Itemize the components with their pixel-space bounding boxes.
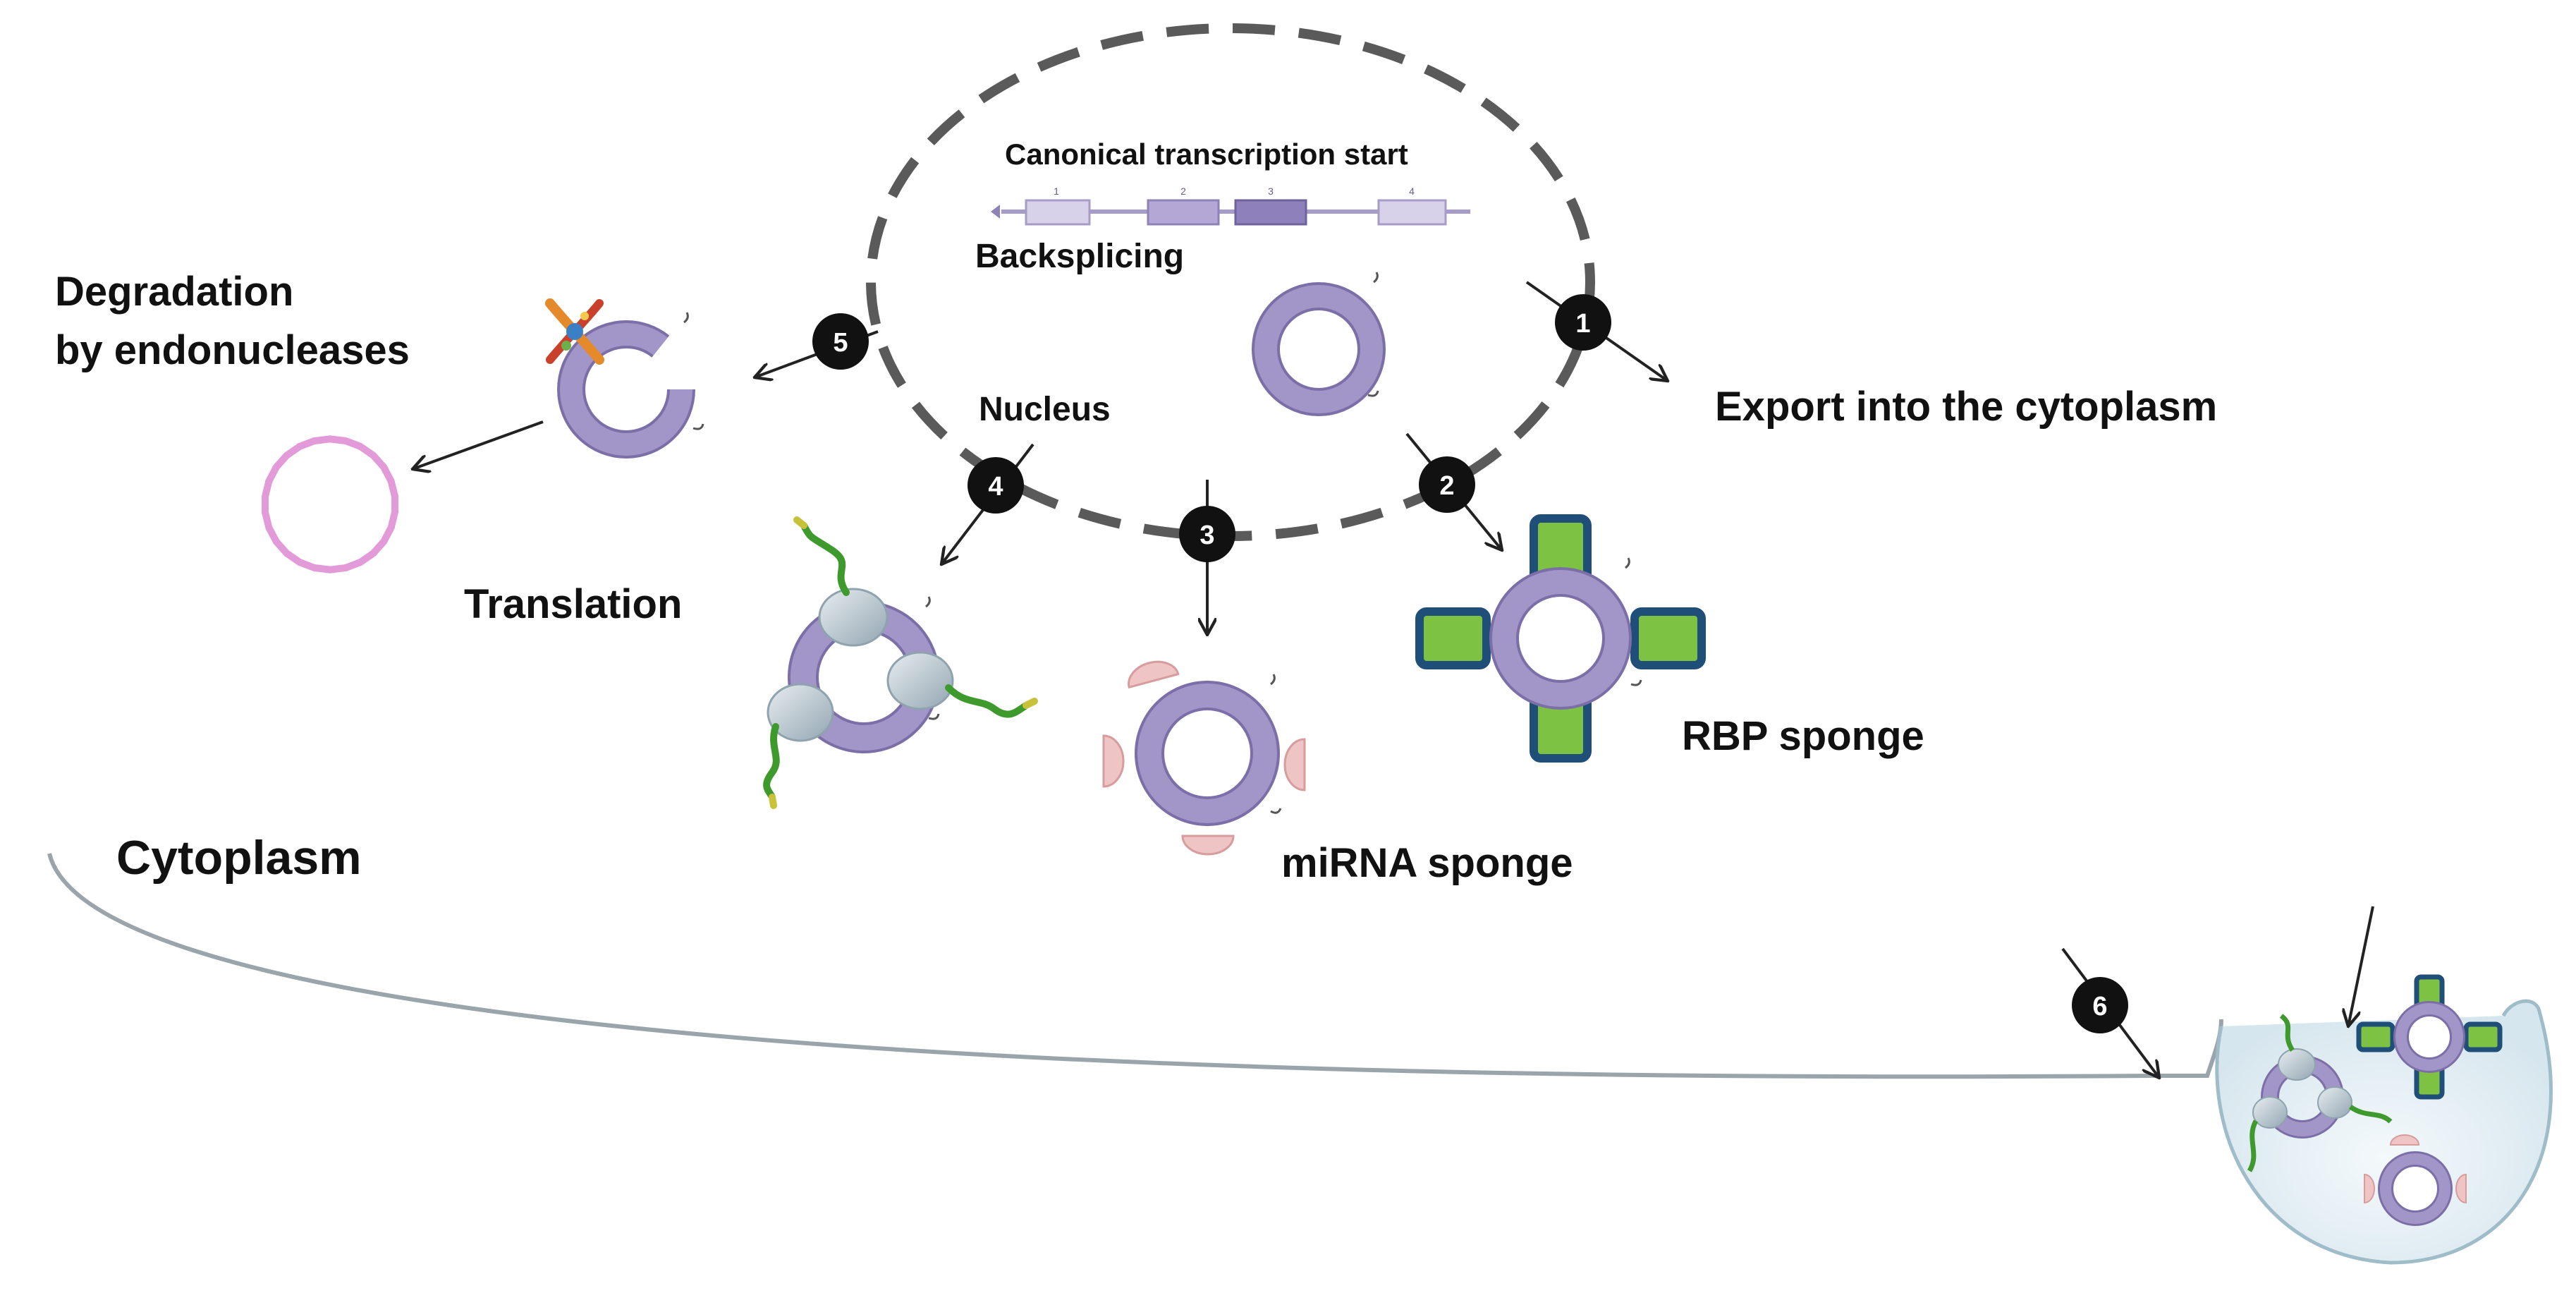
fragment-piece bbox=[387, 478, 398, 499]
svg-text:2: 2 bbox=[1439, 471, 1454, 501]
exon-gene-icon: 1 2 3 4 bbox=[991, 186, 1470, 226]
degraded-circrna-fragments bbox=[261, 435, 399, 573]
cell-membrane bbox=[47, 853, 2223, 1079]
step-badge-1: 1 bbox=[1555, 294, 1611, 351]
mirna-icon bbox=[1102, 660, 1306, 856]
translation-label: Translation bbox=[464, 581, 683, 627]
mirna-sponge-label: miRNA sponge bbox=[1281, 840, 1573, 886]
step-badge-6: 6 bbox=[2072, 977, 2128, 1033]
nucleus-envelope bbox=[866, 23, 1595, 541]
exon-4-label: 4 bbox=[1409, 186, 1415, 197]
svg-text:4: 4 bbox=[988, 472, 1003, 502]
fragment-piece bbox=[262, 494, 269, 516]
degradation-label-line2: by endonucleases bbox=[55, 327, 410, 373]
svg-text:5: 5 bbox=[833, 328, 848, 358]
mirna-sponge-circrna bbox=[1135, 674, 1282, 826]
degradation-circrna bbox=[557, 312, 704, 459]
step-badge-3: 3 bbox=[1179, 506, 1235, 562]
endonuclease-scissors-icon bbox=[545, 298, 604, 365]
rbp-sponge-label: RBP sponge bbox=[1682, 713, 1924, 759]
ribosome-icon bbox=[767, 588, 954, 742]
step-badge-4: 4 bbox=[967, 457, 1024, 514]
exosome-translation-circrna bbox=[2247, 1014, 2393, 1172]
exon-1-label: 1 bbox=[1054, 186, 1059, 197]
export-label: Export into the cytoplasm bbox=[1715, 384, 2218, 430]
exon-2-label: 2 bbox=[1180, 186, 1186, 197]
canonical-start-label: Canonical transcription start bbox=[1005, 138, 1408, 171]
peptide-chain bbox=[763, 516, 1038, 809]
svg-text:1: 1 bbox=[1575, 309, 1590, 339]
degradation-label-line1: Degradation bbox=[55, 269, 294, 315]
svg-text:3: 3 bbox=[1200, 521, 1214, 550]
exon-3-label: 3 bbox=[1268, 186, 1274, 197]
cytoplasm-label: Cytoplasm bbox=[116, 831, 362, 885]
rbp-sponge-circrna bbox=[1415, 514, 1706, 763]
exosome-mirna-circrna bbox=[2364, 1134, 2467, 1226]
step-badge-2: 2 bbox=[1419, 456, 1475, 513]
circrna-ring-icon bbox=[1252, 272, 1386, 416]
step-badge-5: 5 bbox=[812, 313, 869, 370]
svg-text:6: 6 bbox=[2092, 992, 2107, 1021]
nucleus-label: Nucleus bbox=[979, 391, 1111, 428]
rbp-protein-icon bbox=[1415, 514, 1706, 763]
exosome-rbp-circrna bbox=[2356, 974, 2503, 1100]
backsplicing-label: Backsplicing bbox=[975, 238, 1185, 275]
